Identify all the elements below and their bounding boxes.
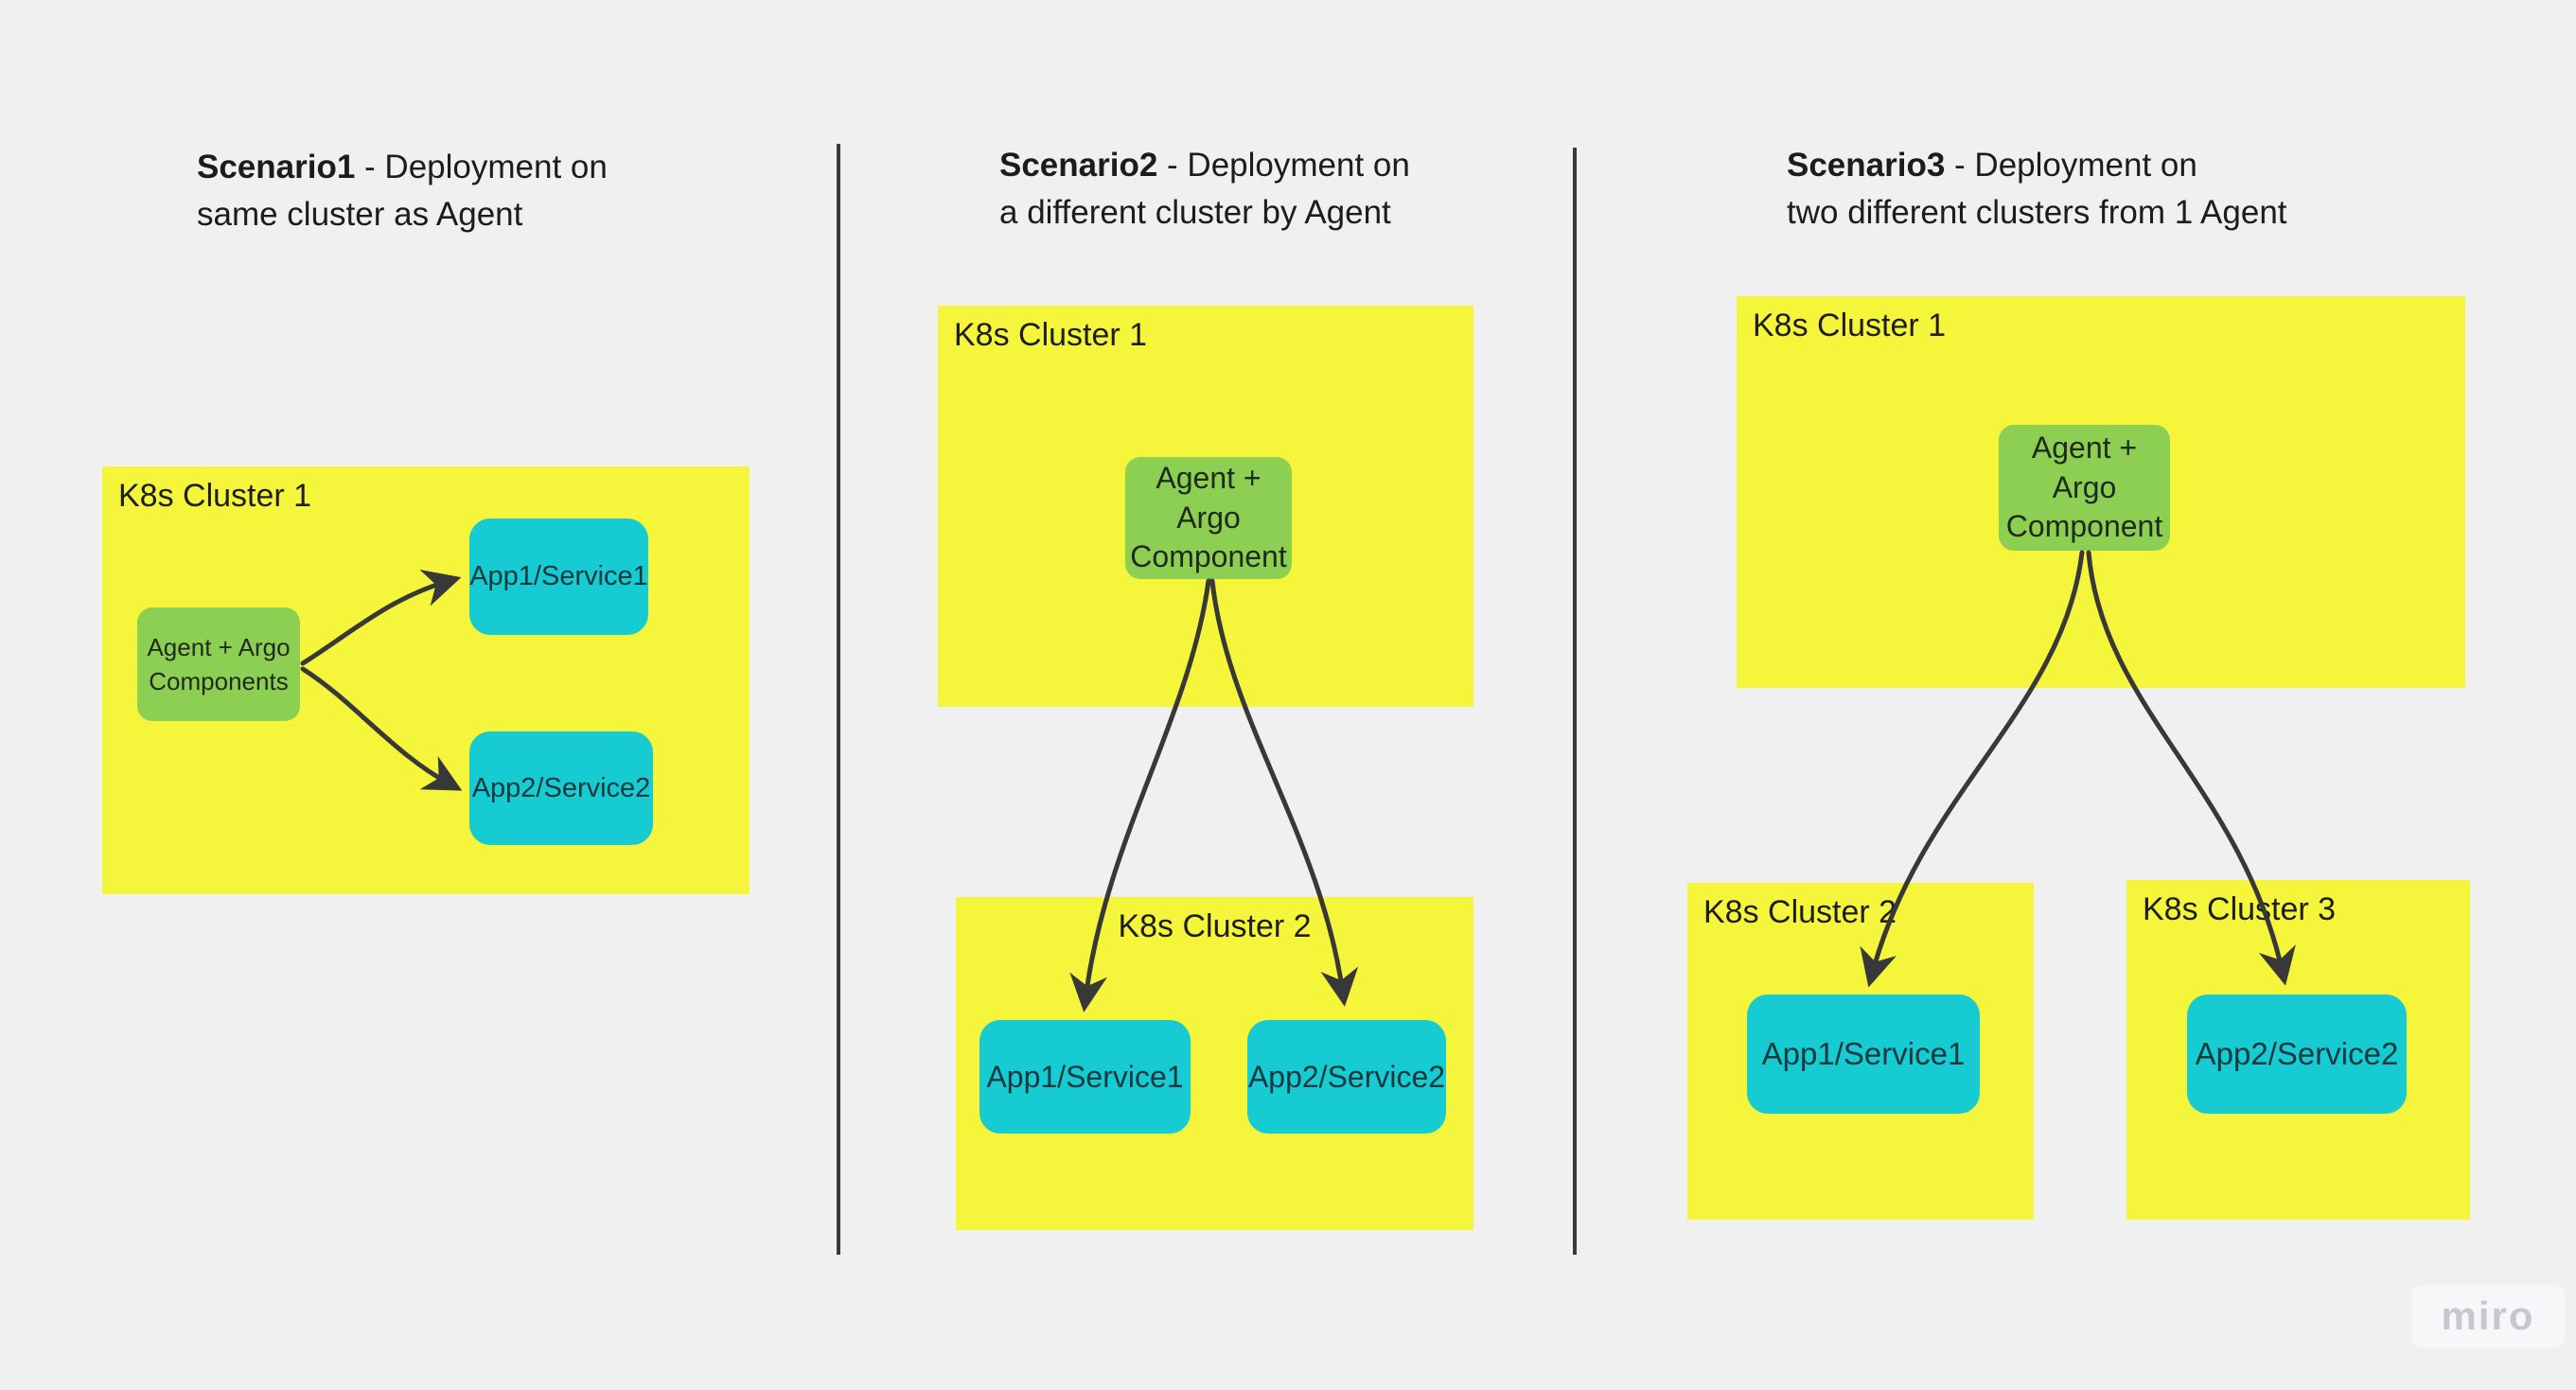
- scenario-3-title-line2: two different clusters from 1 Agent: [1787, 194, 2287, 231]
- app-node-label: App2/Service2: [2195, 1036, 2399, 1071]
- cluster-label: K8s Cluster 2: [1703, 894, 1897, 930]
- s1-agent-node: Agent + Argo Components: [137, 607, 300, 721]
- cluster-label: K8s Cluster 2: [1118, 908, 1312, 944]
- agent-node-label: Agent + Argo Component: [2005, 431, 2163, 544]
- cluster-label: K8s Cluster 1: [1753, 308, 1947, 343]
- s2-agent-node: Agent + Argo Component: [1125, 457, 1292, 579]
- scenario-3-title-bold: Scenario3: [1787, 147, 1946, 184]
- agent-node-label: Agent + Argo Components: [147, 632, 291, 695]
- app-node-label: App1/Service1: [469, 561, 648, 591]
- miro-watermark: miro: [2411, 1285, 2565, 1347]
- app-node-label: App2/Service2: [1247, 1059, 1446, 1094]
- scenario-1-title-line2: same cluster as Agent: [197, 196, 523, 233]
- scenario-3-title-rest: - Deployment on: [1945, 147, 2197, 184]
- cluster-label: K8s Cluster 1: [118, 478, 312, 514]
- miro-watermark-label: miro: [2441, 1293, 2535, 1338]
- scenario-2-title-bold: Scenario2: [999, 147, 1158, 184]
- s2-app2-node: App2/Service2: [1247, 1020, 1446, 1134]
- s1-app2-node: App2/Service2: [469, 731, 653, 845]
- s3-app1-node: App1/Service1: [1747, 994, 1980, 1114]
- s3-app2-node: App2/Service2: [2187, 994, 2407, 1114]
- scenario-2-title-line2: a different cluster by Agent: [999, 194, 1391, 231]
- s1-app1-node: App1/Service1: [469, 519, 648, 635]
- scenario-2-title: Scenario2 - Deployment on a different cl…: [999, 142, 1410, 237]
- s3-agent-node: Agent + Argo Component: [1999, 425, 2170, 551]
- app-node-label: App1/Service1: [986, 1059, 1184, 1094]
- scenario-3-title: Scenario3 - Deployment on two different …: [1787, 142, 2287, 237]
- s2-app1-node: App1/Service1: [979, 1020, 1191, 1134]
- scenario-2-title-rest: - Deployment on: [1157, 147, 1410, 184]
- cluster-label: K8s Cluster 1: [954, 317, 1148, 353]
- app-node-label: App1/Service1: [1761, 1036, 1966, 1071]
- scenario-1-title-rest: - Deployment on: [355, 149, 608, 185]
- scenario-1-title: Scenario1 - Deployment on same cluster a…: [197, 144, 608, 238]
- agent-node-label: Agent + Argo Component: [1130, 461, 1287, 574]
- app-node-label: App2/Service2: [471, 772, 651, 803]
- scenario-1-title-bold: Scenario1: [197, 149, 356, 185]
- cluster-label: K8s Cluster 3: [2143, 891, 2337, 927]
